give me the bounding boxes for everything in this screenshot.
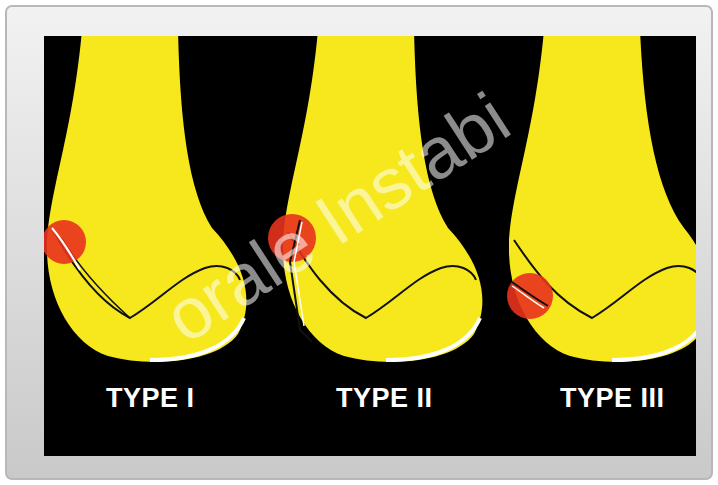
frame-bezel — [6, 6, 712, 479]
femur-type-3 — [507, 36, 696, 362]
type-label: TYPE I — [106, 383, 195, 414]
type-label: TYPE III — [560, 383, 665, 414]
type-label: TYPE II — [336, 383, 433, 414]
